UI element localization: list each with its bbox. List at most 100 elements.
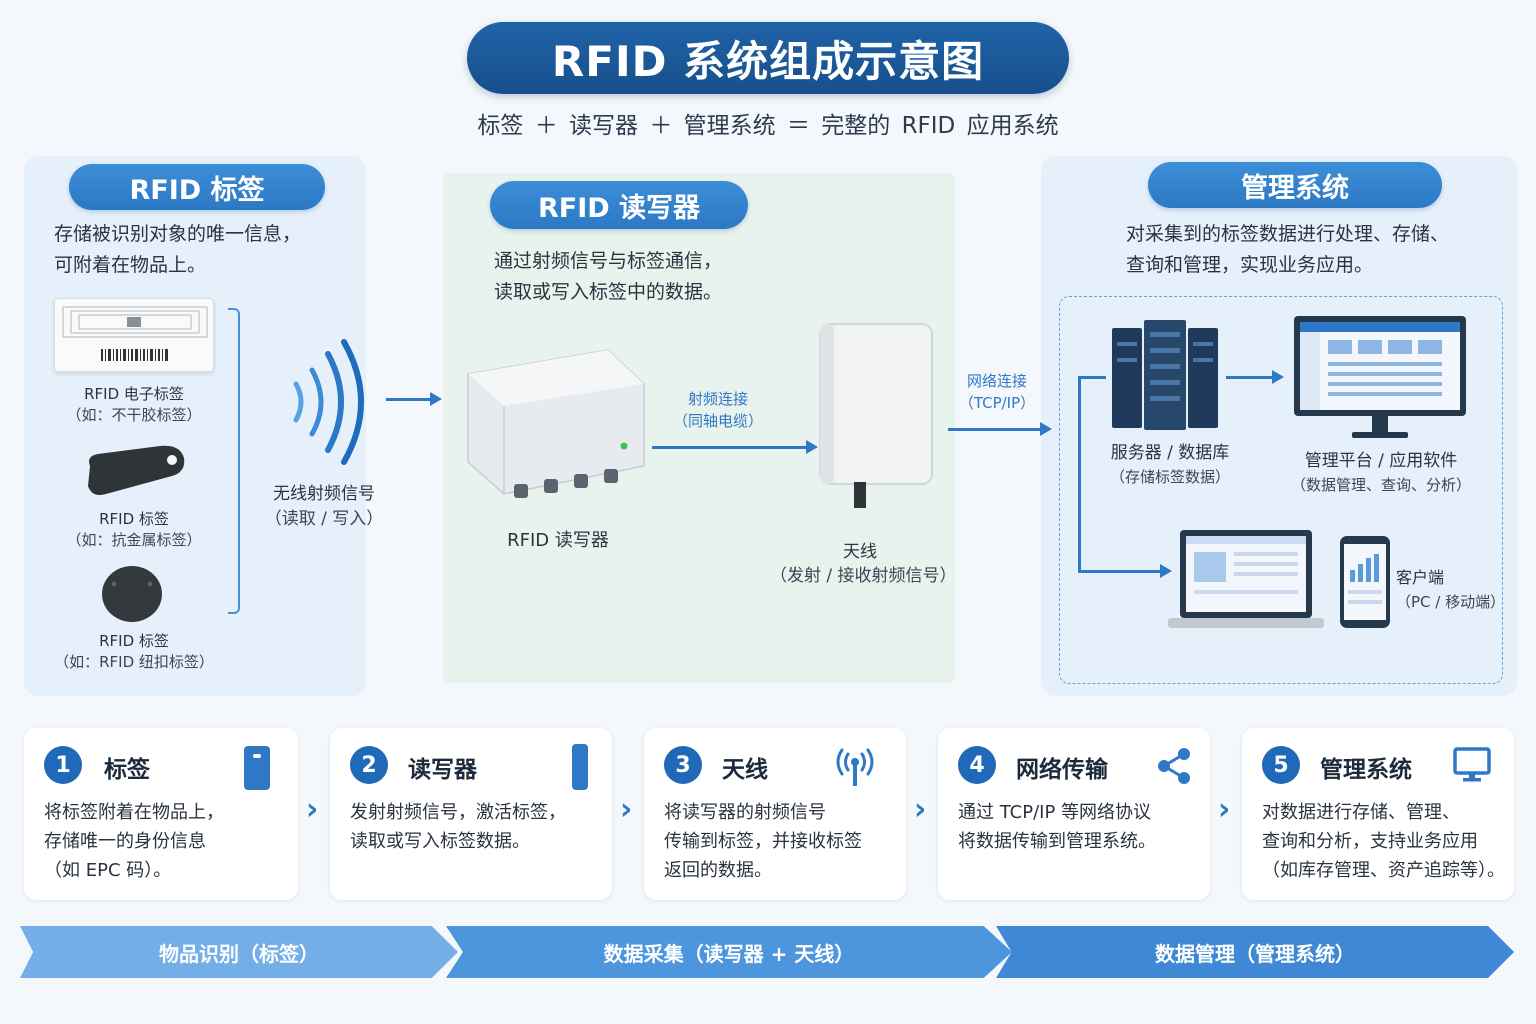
step-description: 发射射频信号，激活标签， 读取或写入标签数据。 xyxy=(350,798,606,856)
button-tag-image xyxy=(102,566,162,622)
laptop-image xyxy=(1168,530,1324,628)
tags-panel xyxy=(24,156,366,696)
step-title: 标签 xyxy=(104,757,150,783)
client-caption: 客户端 （PC / 移动端） xyxy=(1396,566,1506,614)
reader-device-image xyxy=(467,349,645,498)
wireless-signal-icon xyxy=(293,339,364,465)
management-dashed-box xyxy=(1059,296,1503,684)
tag-name: RFID 标签 xyxy=(99,632,169,650)
client-sub: （PC / 移动端） xyxy=(1396,593,1506,611)
step-line: 传输到标签，并接收标签 xyxy=(664,831,862,852)
mgmt-desc-line: 查询和管理，实现业务应用。 xyxy=(1126,254,1374,276)
branch-line-vertical xyxy=(1078,376,1081,572)
server-label: 服务器 / 数据库 xyxy=(1110,443,1230,463)
step-number: 5 xyxy=(1262,746,1300,784)
coax-caption: 射频连接 （同轴电缆） xyxy=(662,388,774,432)
step-line: 对数据进行存储、管理、 xyxy=(1262,802,1460,823)
step-title: 网络传输 xyxy=(1016,757,1108,783)
tags-description: 存储被识别对象的唯一信息， 可附着在物品上。 xyxy=(54,219,354,281)
step-card-5: 5 管理系统 对数据进行存储、管理、 查询和分析，支持业务应用 （如库存管理、资… xyxy=(1242,728,1514,900)
tags-bracket xyxy=(228,308,240,614)
step-title: 天线 xyxy=(722,757,768,783)
branch-line-bottom xyxy=(1078,570,1162,573)
server-to-platform-line xyxy=(1226,376,1272,379)
network-label: 网络连接 xyxy=(966,372,1027,390)
coax-arrow-line xyxy=(652,446,808,449)
chevron-right-icon: › xyxy=(306,792,319,827)
branch-arrow-head xyxy=(1160,564,1172,578)
coax-label: 射频连接 xyxy=(687,390,748,408)
chevron-right-icon: › xyxy=(620,792,633,827)
management-heading: 管理系统 xyxy=(1148,162,1442,208)
step-line: （如 EPC 码）。 xyxy=(44,860,172,881)
step-line: 将读写器的射频信号 xyxy=(664,802,826,823)
signal-arrow-line xyxy=(386,398,432,401)
tag-name: RFID 标签 xyxy=(99,510,169,528)
network-arrow-line xyxy=(948,428,1042,431)
step-title: 管理系统 xyxy=(1320,757,1412,783)
platform-caption: 管理平台 / 应用软件 （数据管理、查询、分析） xyxy=(1276,449,1486,497)
chevron-right-icon: › xyxy=(1218,792,1231,827)
reader-desc-line: 通过射频信号与标签通信， xyxy=(494,250,723,272)
platform-label: 管理平台 / 应用软件 xyxy=(1304,451,1458,471)
antenna-label: 天线 xyxy=(843,542,877,562)
platform-sub: （数据管理、查询、分析） xyxy=(1290,476,1471,494)
network-caption: 网络连接 （TCP/IP） xyxy=(950,370,1044,414)
signal-sub: （读取 / 写入） xyxy=(264,509,384,529)
coax-arrow-head xyxy=(806,440,818,454)
flow-stage-1: 物品识别（标签） xyxy=(20,926,458,978)
mobile-phone-image xyxy=(1340,536,1390,628)
step-line: 发射射频信号，激活标签， xyxy=(350,802,566,823)
reader-description: 通过射频信号与标签通信， 读取或写入标签中的数据。 xyxy=(494,246,874,308)
antenna-device-image xyxy=(819,323,933,508)
branch-line-top xyxy=(1078,376,1106,379)
signal-arrow-head xyxy=(430,392,442,406)
step-number: 2 xyxy=(350,746,388,784)
step-card-2: 2 读写器 发射射频信号，激活标签， 读取或写入标签数据。 xyxy=(330,728,612,900)
tags-desc-line: 存储被识别对象的唯一信息， xyxy=(54,223,302,245)
step-card-3: 3 天线 将读写器的射频信号 传输到标签，并接收标签 返回的数据。 xyxy=(644,728,906,900)
server-to-platform-head xyxy=(1272,370,1284,384)
server-sub: （存储标签数据） xyxy=(1109,468,1230,486)
mgmt-desc-line: 对采集到的标签数据进行处理、存储、 xyxy=(1126,223,1450,245)
step-card-1: 1 标签 将标签附着在物品上， 存储唯一的身份信息 （如 EPC 码）。 xyxy=(24,728,298,900)
server-caption: 服务器 / 数据库 （存储标签数据） xyxy=(1090,441,1250,489)
network-sub: （TCP/IP） xyxy=(958,394,1036,412)
reader-heading: RFID 读写器 xyxy=(490,181,748,229)
monitor-icon xyxy=(1453,747,1491,782)
step-line: 将数据传输到管理系统。 xyxy=(958,831,1156,852)
step-line: 存储唯一的身份信息 xyxy=(44,831,206,852)
step-line: 读取或写入标签数据。 xyxy=(350,831,530,852)
step-line: （如库存管理、资产追踪等）。 xyxy=(1262,860,1505,881)
page-subtitle: 标签 ＋ 读写器 ＋ 管理系统 ＝ 完整的 RFID 应用系统 xyxy=(477,113,1059,139)
step-card-4: 4 网络传输 通过 TCP/IP 等网络协议 将数据传输到管理系统。 xyxy=(938,728,1210,900)
step-line: 返回的数据。 xyxy=(664,860,772,881)
reader-bar-icon xyxy=(572,744,588,790)
step-description: 将标签附着在物品上， 存储唯一的身份信息 （如 EPC 码）。 xyxy=(44,798,288,885)
antenna-signal-icon xyxy=(836,748,874,786)
step-title: 读写器 xyxy=(408,757,477,783)
client-label: 客户端 xyxy=(1396,568,1445,587)
reader-desc-line: 读取或写入标签中的数据。 xyxy=(494,281,723,303)
tags-desc-line: 可附着在物品上。 xyxy=(54,254,207,276)
server-image xyxy=(1112,320,1218,430)
share-network-icon xyxy=(1158,748,1190,784)
flow-stage-3: 数据管理（管理系统） xyxy=(996,926,1514,978)
tag-card-icon xyxy=(244,746,270,790)
tag-example: （如：抗金属标签） xyxy=(66,531,202,549)
sticker-tag-image xyxy=(54,298,214,372)
step-number: 3 xyxy=(664,746,702,784)
button-tag-caption: RFID 标签 （如：RFID 纽扣标签） xyxy=(34,631,234,673)
sticker-tag-caption: RFID 电子标签 （如：不干胶标签） xyxy=(44,384,224,426)
step-number: 1 xyxy=(44,746,82,784)
chevron-right-icon: › xyxy=(914,792,927,827)
step-description: 对数据进行存储、管理、 查询和分析，支持业务应用 （如库存管理、资产追踪等）。 xyxy=(1262,798,1512,885)
tag-name: RFID 电子标签 xyxy=(84,385,184,403)
step-line: 将标签附着在物品上， xyxy=(44,802,224,823)
step-line: 通过 TCP/IP 等网络协议 xyxy=(958,802,1152,823)
antenna-caption: 天线 （发射 / 接收射频信号） xyxy=(770,540,957,588)
step-description: 通过 TCP/IP 等网络协议 将数据传输到管理系统。 xyxy=(958,798,1204,856)
reader-device-label: RFID 读写器 xyxy=(507,530,609,551)
anti-metal-tag-caption: RFID 标签 （如：抗金属标签） xyxy=(44,509,224,551)
tag-example: （如：不干胶标签） xyxy=(66,406,202,424)
